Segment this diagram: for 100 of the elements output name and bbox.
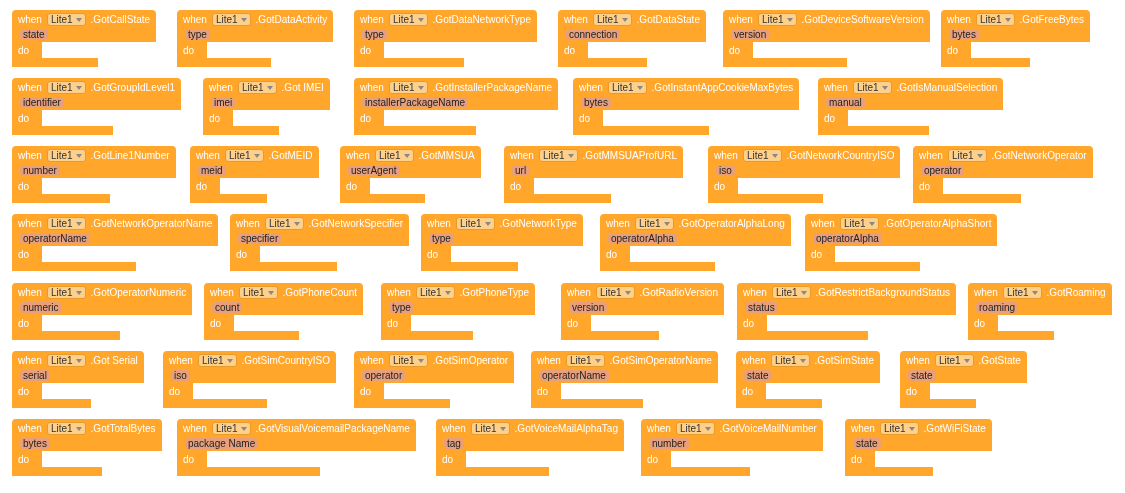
parameter-pill: state: [908, 370, 936, 381]
keyword-label: when: [236, 218, 260, 229]
keyword-label: do: [18, 44, 30, 56]
parameter-pill: state: [744, 370, 772, 381]
event-name-label: .GotNetworkOperator: [991, 150, 1087, 161]
keyword-label: when: [210, 287, 234, 298]
component-dropdown: Lite1: [211, 13, 251, 26]
component-dropdown: Lite1: [46, 149, 86, 162]
event-block: [805, 214, 998, 271]
keyword-label: when: [906, 355, 930, 366]
component-dropdown: Lite1: [770, 354, 810, 367]
parameter-pill: bytes: [581, 97, 611, 108]
parameter-pill: type: [389, 302, 414, 313]
keyword-label: when: [824, 82, 848, 93]
parameter-pill: iso: [716, 165, 735, 176]
event-block: [421, 214, 583, 271]
keyword-label: do: [18, 112, 30, 124]
keyword-label: when: [196, 150, 220, 161]
component-dropdown: Lite1: [538, 149, 578, 162]
keyword-label: when: [742, 355, 766, 366]
keyword-label: when: [18, 14, 42, 25]
component-dropdown: Lite1: [934, 354, 974, 367]
component-dropdown: Lite1: [197, 354, 237, 367]
keyword-label: do: [236, 248, 248, 260]
component-dropdown: Lite1: [388, 81, 428, 94]
event-name-label: .GotDataNetworkType: [432, 14, 531, 25]
event-name-label: .GotNetworkSpecifier: [308, 218, 404, 229]
event-block: [381, 283, 536, 340]
parameter-pill: userAgent: [348, 165, 400, 176]
event-block: [573, 78, 800, 135]
event-name-label: .GotGroupIdLevel1: [90, 82, 176, 93]
event-name-label: .GotDataActivity: [255, 14, 328, 25]
parameter-pill: bytes: [949, 29, 979, 40]
component-dropdown: Lite1: [975, 13, 1015, 26]
event-block: [354, 351, 515, 408]
event-name-label: .GotOperatorAlphaLong: [678, 218, 785, 229]
keyword-label: when: [18, 287, 42, 298]
parameter-pill: manual: [826, 97, 865, 108]
keyword-label: when: [209, 82, 233, 93]
keyword-label: do: [851, 453, 863, 465]
component-dropdown: Lite1: [388, 13, 428, 26]
keyword-label: when: [183, 14, 207, 25]
event-name-label: .GotRestrictBackgroundStatus: [815, 287, 951, 298]
event-block: [641, 419, 823, 476]
keyword-label: do: [169, 385, 181, 397]
parameter-pill: serial: [20, 370, 50, 381]
event-block: [708, 146, 901, 203]
component-dropdown: Lite1: [415, 286, 455, 299]
keyword-label: do: [183, 453, 195, 465]
parameter-pill: operatorAlpha: [813, 233, 882, 244]
component-dropdown: Lite1: [947, 149, 987, 162]
keyword-label: when: [647, 423, 671, 434]
keyword-label: do: [183, 44, 195, 56]
event-block: [340, 146, 481, 203]
keyword-label: when: [919, 150, 943, 161]
event-block: [600, 214, 791, 271]
component-dropdown: Lite1: [879, 422, 919, 435]
keyword-label: do: [360, 44, 372, 56]
component-dropdown: Lite1: [224, 149, 264, 162]
event-name-label: .GotPhoneCount: [282, 287, 358, 298]
keyword-label: do: [18, 180, 30, 192]
keyword-label: do: [510, 180, 522, 192]
parameter-pill: state: [853, 438, 881, 449]
event-name-label: .GotOperatorNumeric: [90, 287, 187, 298]
event-block: [190, 146, 319, 203]
component-dropdown: Lite1: [565, 354, 605, 367]
keyword-label: do: [606, 248, 618, 260]
parameter-pill: count: [212, 302, 243, 313]
event-name-label: .GotPhoneType: [459, 287, 530, 298]
keyword-label: do: [743, 317, 755, 329]
keyword-label: do: [919, 180, 931, 192]
event-block: [203, 78, 330, 135]
event-block: [204, 283, 364, 340]
event-name-label: .GotInstantAppCookieMaxBytes: [651, 82, 794, 93]
component-dropdown: Lite1: [742, 149, 782, 162]
event-block: [12, 214, 219, 271]
parameter-pill: number: [649, 438, 689, 449]
event-block: [12, 146, 176, 203]
parameter-pill: meid: [198, 165, 226, 176]
keyword-label: do: [442, 453, 454, 465]
parameter-pill: type: [185, 29, 210, 40]
event-block: [12, 10, 157, 67]
keyword-label: when: [18, 82, 42, 93]
event-name-label: .GotVisualVoicemailPackageName: [255, 423, 410, 434]
parameter-pill: status: [745, 302, 778, 313]
component-dropdown: Lite1: [1002, 286, 1042, 299]
keyword-label: do: [210, 317, 222, 329]
keyword-label: when: [427, 218, 451, 229]
parameter-pill: operator: [921, 165, 965, 176]
keyword-label: do: [387, 317, 399, 329]
keyword-label: when: [729, 14, 753, 25]
event-name-label: .GotWiFiState: [923, 423, 986, 434]
component-dropdown: Lite1: [852, 81, 892, 94]
keyword-label: when: [183, 423, 207, 434]
event-block: [163, 351, 336, 408]
component-dropdown: Lite1: [595, 286, 635, 299]
keyword-label: do: [18, 248, 30, 260]
component-dropdown: Lite1: [675, 422, 715, 435]
keyword-label: do: [742, 385, 754, 397]
event-block: [558, 10, 706, 67]
